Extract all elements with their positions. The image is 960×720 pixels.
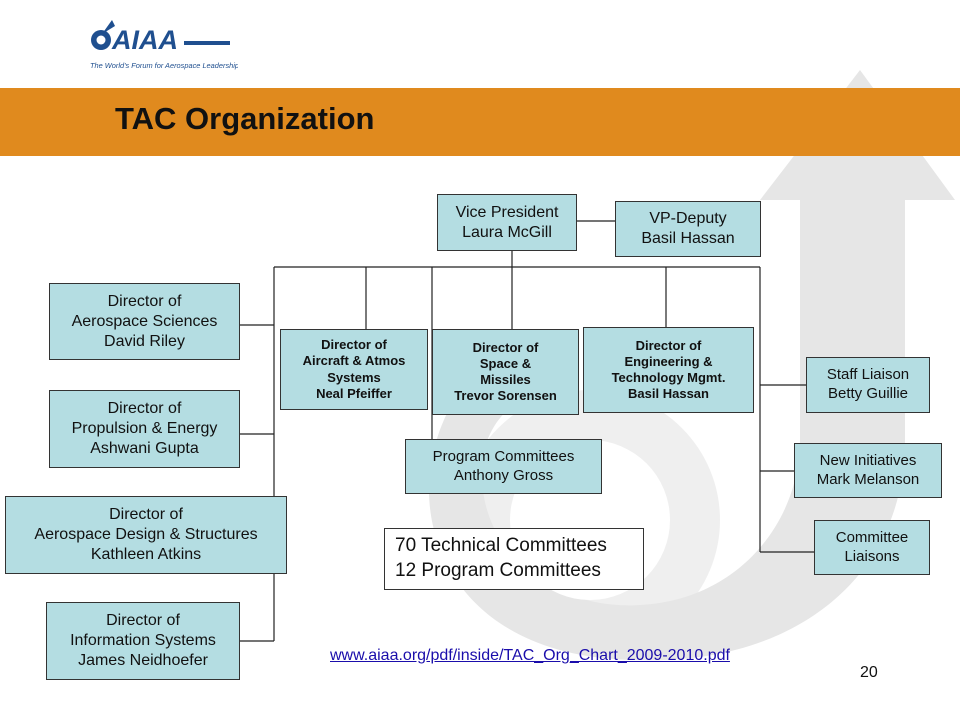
box-line: Program Committees <box>433 448 575 467</box>
committee-counts-box: 70 Technical Committees 12 Program Commi… <box>384 528 644 590</box>
vp-deputy-name: Basil Hassan <box>641 229 734 249</box>
box-line: Propulsion & Energy <box>72 419 218 439</box>
director-propulsion-energy-box: Director of Propulsion & Energy Ashwani … <box>49 390 240 468</box>
box-line: 12 Program Committees <box>395 559 601 584</box>
box-line: Systems <box>327 370 380 386</box>
box-line: Basil Hassan <box>628 386 709 402</box>
page-number: 20 <box>860 664 878 682</box>
vp-title: Vice President <box>456 203 559 223</box>
box-line: Trevor Sorensen <box>454 388 557 404</box>
box-line: Information Systems <box>70 631 216 651</box>
box-line: David Riley <box>104 332 185 352</box>
box-line: Liaisons <box>844 548 899 567</box>
program-committees-box: Program Committees Anthony Gross <box>405 439 602 494</box>
org-chart-pdf-link[interactable]: www.aiaa.org/pdf/inside/TAC_Org_Chart_20… <box>330 647 730 665</box>
box-line: 70 Technical Committees <box>395 534 607 559</box>
box-line: Kathleen Atkins <box>91 545 201 565</box>
box-line: Aircraft & Atmos <box>303 353 406 369</box>
new-initiatives-box: New Initiatives Mark Melanson <box>794 443 942 498</box>
box-line: Mark Melanson <box>817 471 920 490</box>
director-aerospace-sciences-box: Director of Aerospace Sciences David Ril… <box>49 283 240 360</box>
box-line: Committee <box>836 529 909 548</box>
vp-deputy-box: VP-Deputy Basil Hassan <box>615 201 761 257</box>
box-line: Staff Liaison <box>827 366 909 385</box>
director-aircraft-atmos-box: Director of Aircraft & Atmos Systems Nea… <box>280 329 428 410</box>
box-line: Director of <box>473 340 539 356</box>
director-information-systems-box: Director of Information Systems James Ne… <box>46 602 240 680</box>
director-space-missiles-box: Director of Space & Missiles Trevor Sore… <box>432 329 579 415</box>
vice-president-box: Vice President Laura McGill <box>437 194 577 251</box>
box-line: Aerospace Sciences <box>72 312 218 332</box>
vp-name: Laura McGill <box>462 223 552 243</box>
box-line: Betty Guillie <box>828 385 908 404</box>
box-line: Neal Pfeiffer <box>316 386 392 402</box>
box-line: James Neidhoefer <box>78 651 208 671</box>
box-line: Director of <box>108 399 182 419</box>
box-line: Director of <box>321 337 387 353</box>
box-line: Aerospace Design & Structures <box>34 525 257 545</box>
vp-deputy-title: VP-Deputy <box>649 209 726 229</box>
box-line: Engineering & <box>624 354 712 370</box>
box-line: Director of <box>108 292 182 312</box>
box-line: Ashwani Gupta <box>90 439 199 459</box>
director-aerospace-design-box: Director of Aerospace Design & Structure… <box>5 496 287 574</box>
staff-liaison-box: Staff Liaison Betty Guillie <box>806 357 930 413</box>
box-line: Missiles <box>480 372 531 388</box>
box-line: Space & <box>480 356 531 372</box>
box-line: Technology Mgmt. <box>612 370 726 386</box>
director-engineering-technology-box: Director of Engineering & Technology Mgm… <box>583 327 754 413</box>
box-line: Director of <box>106 611 180 631</box>
box-line: Director of <box>109 505 183 525</box>
box-line: New Initiatives <box>820 452 917 471</box>
committee-liaisons-box: Committee Liaisons <box>814 520 930 575</box>
box-line: Anthony Gross <box>454 467 553 486</box>
box-line: Director of <box>636 338 702 354</box>
